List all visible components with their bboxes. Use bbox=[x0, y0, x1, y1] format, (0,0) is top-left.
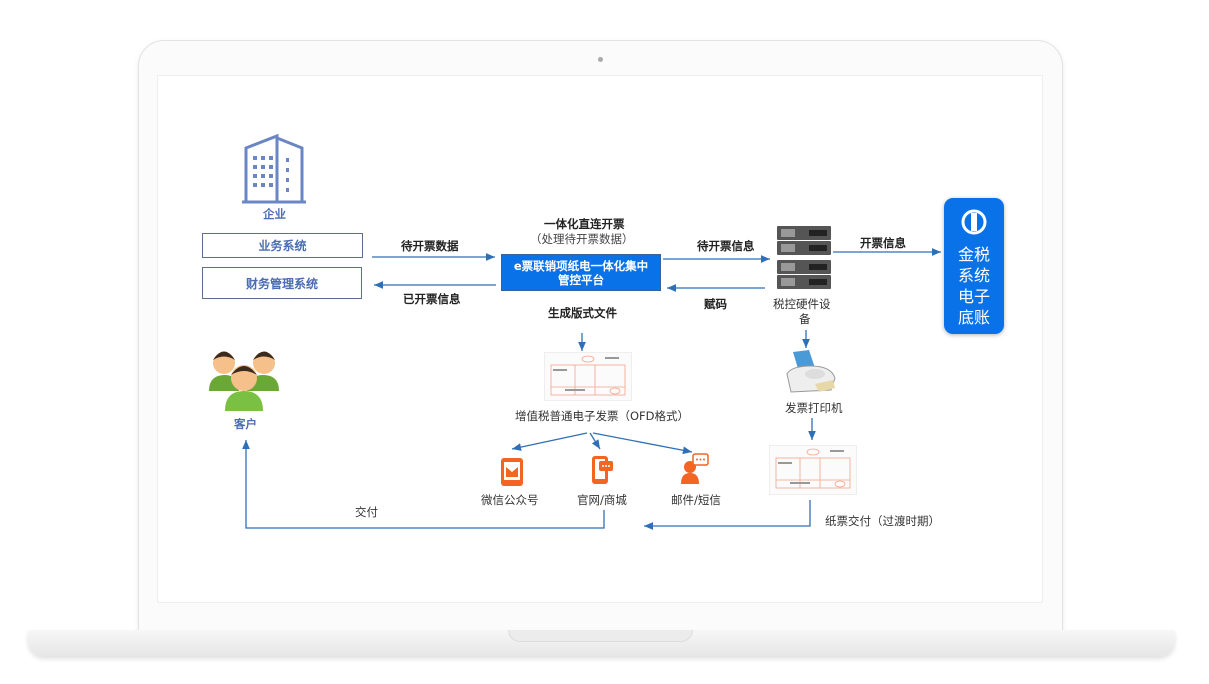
finance-system-box: 财务管理系统 bbox=[202, 267, 362, 299]
golden-tax-line: 底账 bbox=[957, 308, 990, 327]
generate-file-label: 生成版式文件 bbox=[548, 306, 617, 320]
platform-title: 一体化直连开票 bbox=[544, 217, 625, 231]
platform-box: e票联销项纸电一体化集中管控平台 bbox=[501, 254, 661, 291]
golden-tax-box: 金税 系统 电子 底账 bbox=[944, 198, 1004, 334]
printer-icon bbox=[786, 350, 836, 393]
paper-invoice-image bbox=[769, 445, 857, 495]
tax-emblem-icon bbox=[961, 209, 987, 235]
arrow-delivery bbox=[242, 440, 605, 529]
business-system-box: 业务系统 bbox=[202, 233, 363, 258]
channel-website: 官网/商城 bbox=[577, 493, 627, 507]
printer-label: 发票打印机 bbox=[785, 401, 843, 415]
e-invoice-image bbox=[544, 352, 632, 401]
customers-icon bbox=[209, 351, 279, 411]
tax-device-label-2: 备 bbox=[799, 312, 811, 326]
golden-tax-line: 系统 bbox=[957, 266, 990, 285]
enterprise-label: 企业 bbox=[263, 207, 286, 221]
delivery-label: 交付 bbox=[355, 505, 378, 519]
code-label: 赋码 bbox=[704, 297, 727, 311]
platform-name-2: 管控平台 bbox=[558, 273, 604, 287]
golden-tax-line: 电子 bbox=[957, 287, 990, 306]
building-icon bbox=[242, 133, 306, 204]
issued-info-label: 已开票信息 bbox=[403, 292, 461, 306]
platform-name: e票联销项纸电一体化集中 bbox=[513, 259, 649, 273]
phone-mail-icon bbox=[501, 458, 523, 486]
invoice-info-label: 开票信息 bbox=[860, 236, 906, 250]
e-invoice-label: 增值税普通电子发票（OFD格式） bbox=[515, 409, 690, 423]
platform-subtitle: （处理待开票数据） bbox=[530, 232, 634, 246]
paper-delivery-label: 纸票交付（过渡时期） bbox=[825, 514, 940, 528]
golden-tax-line: 金税 bbox=[957, 245, 990, 264]
pending-data-label: 待开票数据 bbox=[401, 239, 459, 253]
arrow-paper-delivery bbox=[644, 500, 811, 530]
tax-device-label: 税控硬件设 bbox=[773, 297, 831, 311]
customer-label: 客户 bbox=[234, 417, 257, 431]
server-icon bbox=[777, 226, 831, 289]
phone-chat-icon bbox=[592, 456, 613, 484]
camera bbox=[598, 57, 603, 62]
screen bbox=[157, 75, 1043, 603]
pending-info-label: 待开票信息 bbox=[697, 239, 755, 253]
person-chat-icon bbox=[681, 453, 709, 484]
channel-email-sms: 邮件/短信 bbox=[671, 493, 721, 507]
channel-wechat: 微信公众号 bbox=[481, 493, 539, 507]
